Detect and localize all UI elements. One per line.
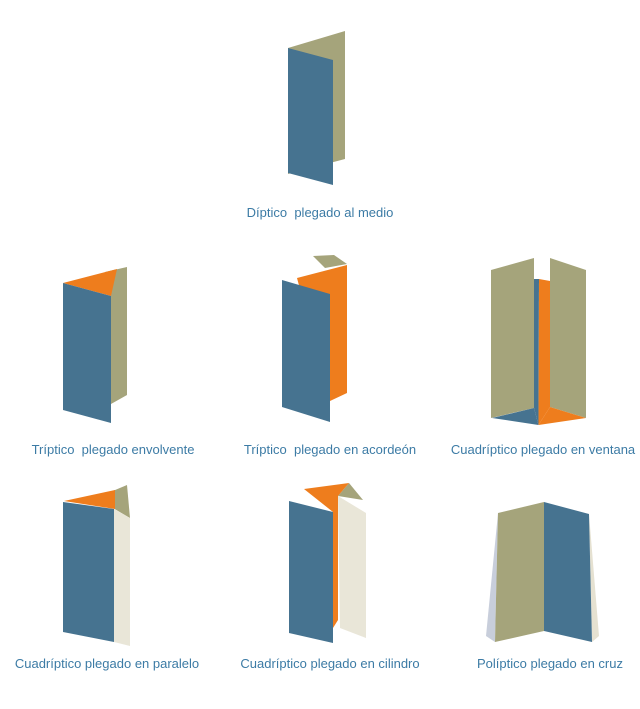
back-left-panel-gray xyxy=(486,513,498,642)
figure-poliptico-cruz: Políptico plegado en cruz xyxy=(450,480,640,680)
left-shutter-olive xyxy=(491,258,534,418)
cuadriptico-cilindro-illustration xyxy=(289,483,366,643)
figure-cuadriptico-ventana: Cuadríptico plegado en ventana xyxy=(450,255,640,465)
right-shutter-olive xyxy=(550,258,586,418)
floor-triangle-orange xyxy=(538,407,586,425)
back-panel-cream xyxy=(114,509,130,646)
cuadriptico-ventana-illustration xyxy=(491,258,586,425)
figure-label: Díptico plegado al medio xyxy=(246,205,394,220)
figure-label: Tríptico plegado envolvente xyxy=(31,442,195,457)
center-strip-orange xyxy=(538,279,550,425)
inner-fold-orange xyxy=(63,269,117,296)
front-panel-blue xyxy=(282,280,330,422)
outer-panel-cream xyxy=(338,496,366,638)
triptico-envolvente-illustration xyxy=(63,267,127,423)
front-panel-blue xyxy=(288,48,333,185)
front-right-panel-blue xyxy=(544,502,592,642)
figure-label: Cuadríptico plegado en ventana xyxy=(450,442,636,457)
back-fold-olive xyxy=(338,483,363,500)
floor-triangle-blue xyxy=(492,408,539,425)
center-strip-blue xyxy=(534,279,539,425)
figure-label: Tríptico plegado en acordeón xyxy=(243,442,417,457)
front-panel-blue xyxy=(63,283,111,423)
poliptico-cruz-illustration xyxy=(486,502,599,642)
figure-triptico-envolvente: Tríptico plegado envolvente xyxy=(20,255,220,465)
triptico-acordeon-illustration xyxy=(282,255,347,422)
back-panel-olive xyxy=(313,255,347,268)
figure-diptico-medio: Díptico plegado al medio xyxy=(230,20,410,230)
figure-label: Cuadríptico plegado en cilindro xyxy=(240,656,420,671)
middle-panel-orange xyxy=(304,483,349,628)
front-panel-blue xyxy=(63,502,114,642)
diptico-illustration xyxy=(288,31,345,185)
figure-label: Políptico plegado en cruz xyxy=(477,656,623,671)
figure-triptico-acordeon: Tríptico plegado en acordeón xyxy=(240,255,420,465)
inner-fold-orange xyxy=(64,490,115,509)
front-panel-blue xyxy=(289,501,333,643)
outer-panel-olive xyxy=(105,267,127,404)
figure-cuadriptico-cilindro: Cuadríptico plegado en cilindro xyxy=(230,480,430,680)
figure-cuadriptico-paralelo: Cuadríptico plegado en paralelo xyxy=(15,480,220,680)
front-left-panel-olive xyxy=(495,502,544,642)
figure-label: Cuadríptico plegado en paralelo xyxy=(14,656,200,671)
cuadriptico-paralelo-illustration xyxy=(63,485,130,646)
back-right-panel-cream xyxy=(589,514,599,642)
